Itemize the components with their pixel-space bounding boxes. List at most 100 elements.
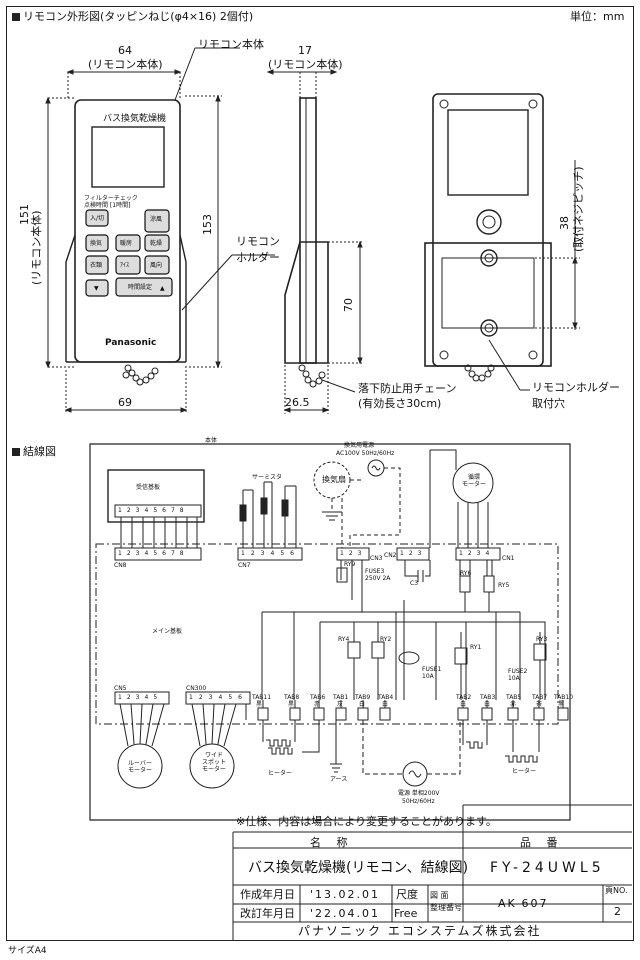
brand-logo: Panasonic xyxy=(105,338,157,348)
button-vent[interactable]: 換気 xyxy=(90,240,103,247)
thermistor-label: サーミスタ xyxy=(252,474,283,481)
company-name: パナソニック エコシステムズ株式会社 xyxy=(298,924,542,938)
tab7-color: 茶 xyxy=(536,701,543,708)
cn5-pins: 12345 xyxy=(118,694,163,701)
part-number: FY-24UWL5 xyxy=(490,860,605,876)
tab10-color: 黒 xyxy=(558,701,565,708)
pitch-sub: (取付ネジピッチ) xyxy=(572,166,585,252)
drawing-no-label: 図 面 整理番号 xyxy=(430,891,462,912)
tab4-label: TAB4 xyxy=(378,694,394,701)
cn1-pins: 1234 xyxy=(459,550,495,557)
scale-label: 尺度 xyxy=(396,888,418,901)
side-depth-dim: 17 xyxy=(298,44,312,57)
drawing-number: AK-607 xyxy=(498,897,549,910)
receiver-pins: 12345678 xyxy=(118,507,189,514)
circ-motor-label: 循環 モーター xyxy=(462,474,487,488)
tab6-label: TAB6 xyxy=(310,694,326,701)
revised-label: 改訂年月日 xyxy=(240,907,295,920)
device-title-on-remote: バス換気乾燥機 xyxy=(103,114,167,124)
wiring-title: 結線図 xyxy=(12,445,56,458)
button-time-set[interactable]: 時間設定 xyxy=(128,284,153,291)
tab6-color: 赤 xyxy=(314,701,321,708)
tab7-label: TAB7 xyxy=(532,694,548,701)
fuse3-label: FUSE3 250V 2A xyxy=(365,568,391,582)
tab9-color: 白 xyxy=(359,701,366,708)
cn3-pins: 123 xyxy=(340,550,367,557)
bullet-square-icon xyxy=(12,13,20,21)
holder-label: リモコン ホルダー xyxy=(236,235,280,264)
ry2-label: RY2 xyxy=(380,636,392,643)
cn8-label: CN8 xyxy=(114,562,127,569)
cn300-pins: 123456 xyxy=(189,694,248,701)
button-down[interactable]: ▼ xyxy=(94,285,99,292)
tab8-label: TAB8 xyxy=(284,694,300,701)
heater-label-left: ヒーター xyxy=(268,770,293,777)
ry4-label: RY4 xyxy=(338,636,350,643)
cn2-pins: 123 xyxy=(400,550,427,557)
supply-freq: 50Hz/60Hz xyxy=(402,798,435,805)
cn7-pins: 123456 xyxy=(241,550,300,557)
tab2-label: TAB2 xyxy=(456,694,472,701)
remote-back-view xyxy=(424,93,580,391)
product-name: バス換気乾燥機(リモコン、結線図) xyxy=(248,860,469,876)
hole-label: リモコンホルダー 取付穴 xyxy=(532,381,620,410)
ry6-label: RY6 xyxy=(460,570,472,577)
fuse2-label: FUSE2 10A xyxy=(508,668,528,682)
remote-body-label: リモコン本体 xyxy=(198,38,264,51)
ground-label: アース xyxy=(330,776,348,783)
cn5-label: CN5 xyxy=(114,685,127,692)
cn8-pins: 12345678 xyxy=(118,550,189,557)
button-heat[interactable]: 暖房 xyxy=(120,240,133,247)
created-label: 作成年月日 xyxy=(240,888,295,901)
button-power[interactable]: 入/切 xyxy=(90,215,105,222)
tab2-color: 白 xyxy=(460,701,467,708)
ry1-label: RY1 xyxy=(470,644,482,651)
bullet-square-icon xyxy=(12,448,20,456)
fuse1-label: FUSE1 10A xyxy=(422,666,442,680)
wide-spot-motor-label: ワイド スポット モーター xyxy=(202,752,227,773)
tab4-color: 白 xyxy=(382,701,389,708)
tab11-label: TAB11 xyxy=(252,694,272,701)
outline-title: リモコン外形図(タッピンねじ(φ4×16) 2個付) xyxy=(12,10,253,23)
tab1-color: 灰 xyxy=(337,701,344,708)
louver-motor-label: ルーバー モーター xyxy=(128,760,153,774)
button-up[interactable]: ▲ xyxy=(160,285,165,292)
tab8-color: 黒 xyxy=(288,701,295,708)
tab1-label: TAB1 xyxy=(333,694,349,701)
button-clothes[interactable]: 衣類 xyxy=(90,262,103,269)
button-ice[interactable]: ｱｲｽ xyxy=(120,262,130,269)
front-width-dim: 64 xyxy=(118,44,132,57)
bottom-width-dim: 69 xyxy=(118,396,132,409)
tab10-label: TAB10 xyxy=(554,694,574,701)
cn300-label: CN300 xyxy=(186,685,207,692)
remote-side-view xyxy=(266,69,364,414)
drawing-frame xyxy=(6,6,634,941)
c3-label: C3 xyxy=(410,580,419,587)
body-label: 本体 xyxy=(205,437,218,444)
power-label: 換気用電源 xyxy=(344,442,375,449)
side-depth-sub: (リモコン本体) xyxy=(268,58,343,71)
name-header: 名 称 xyxy=(310,836,354,849)
page-label: 頁NO. xyxy=(605,886,628,895)
cn7-label: CN7 xyxy=(238,562,251,569)
button-direction[interactable]: 風向 xyxy=(150,262,163,269)
revised-date: '22.04.01 xyxy=(310,907,381,920)
tab3-label: TAB3 xyxy=(480,694,496,701)
chain-label: 落下防止用チェーン xyxy=(358,382,457,395)
main-board-label: メイン基板 xyxy=(152,628,183,635)
ry5-label: RY5 xyxy=(498,582,510,589)
remote-front-view xyxy=(45,47,275,414)
front-height-sub: (リモコン本体) xyxy=(30,210,43,285)
button-cool[interactable]: 涼風 xyxy=(150,216,163,223)
tab11-color: 黒 xyxy=(256,701,263,708)
scale-value: Free xyxy=(394,907,418,920)
power-spec: AC100V 50Hz/60Hz xyxy=(336,450,395,457)
tab5-color: 赤 xyxy=(510,701,517,708)
tab5-label: TAB5 xyxy=(506,694,522,701)
vent-fan-label: 換気扇 xyxy=(322,475,346,484)
button-dry[interactable]: 乾燥 xyxy=(150,240,163,247)
cn3-label: CN3 xyxy=(370,555,383,562)
cn1-label: CN1 xyxy=(502,555,515,562)
holder-height-dim: 70 xyxy=(342,298,355,312)
